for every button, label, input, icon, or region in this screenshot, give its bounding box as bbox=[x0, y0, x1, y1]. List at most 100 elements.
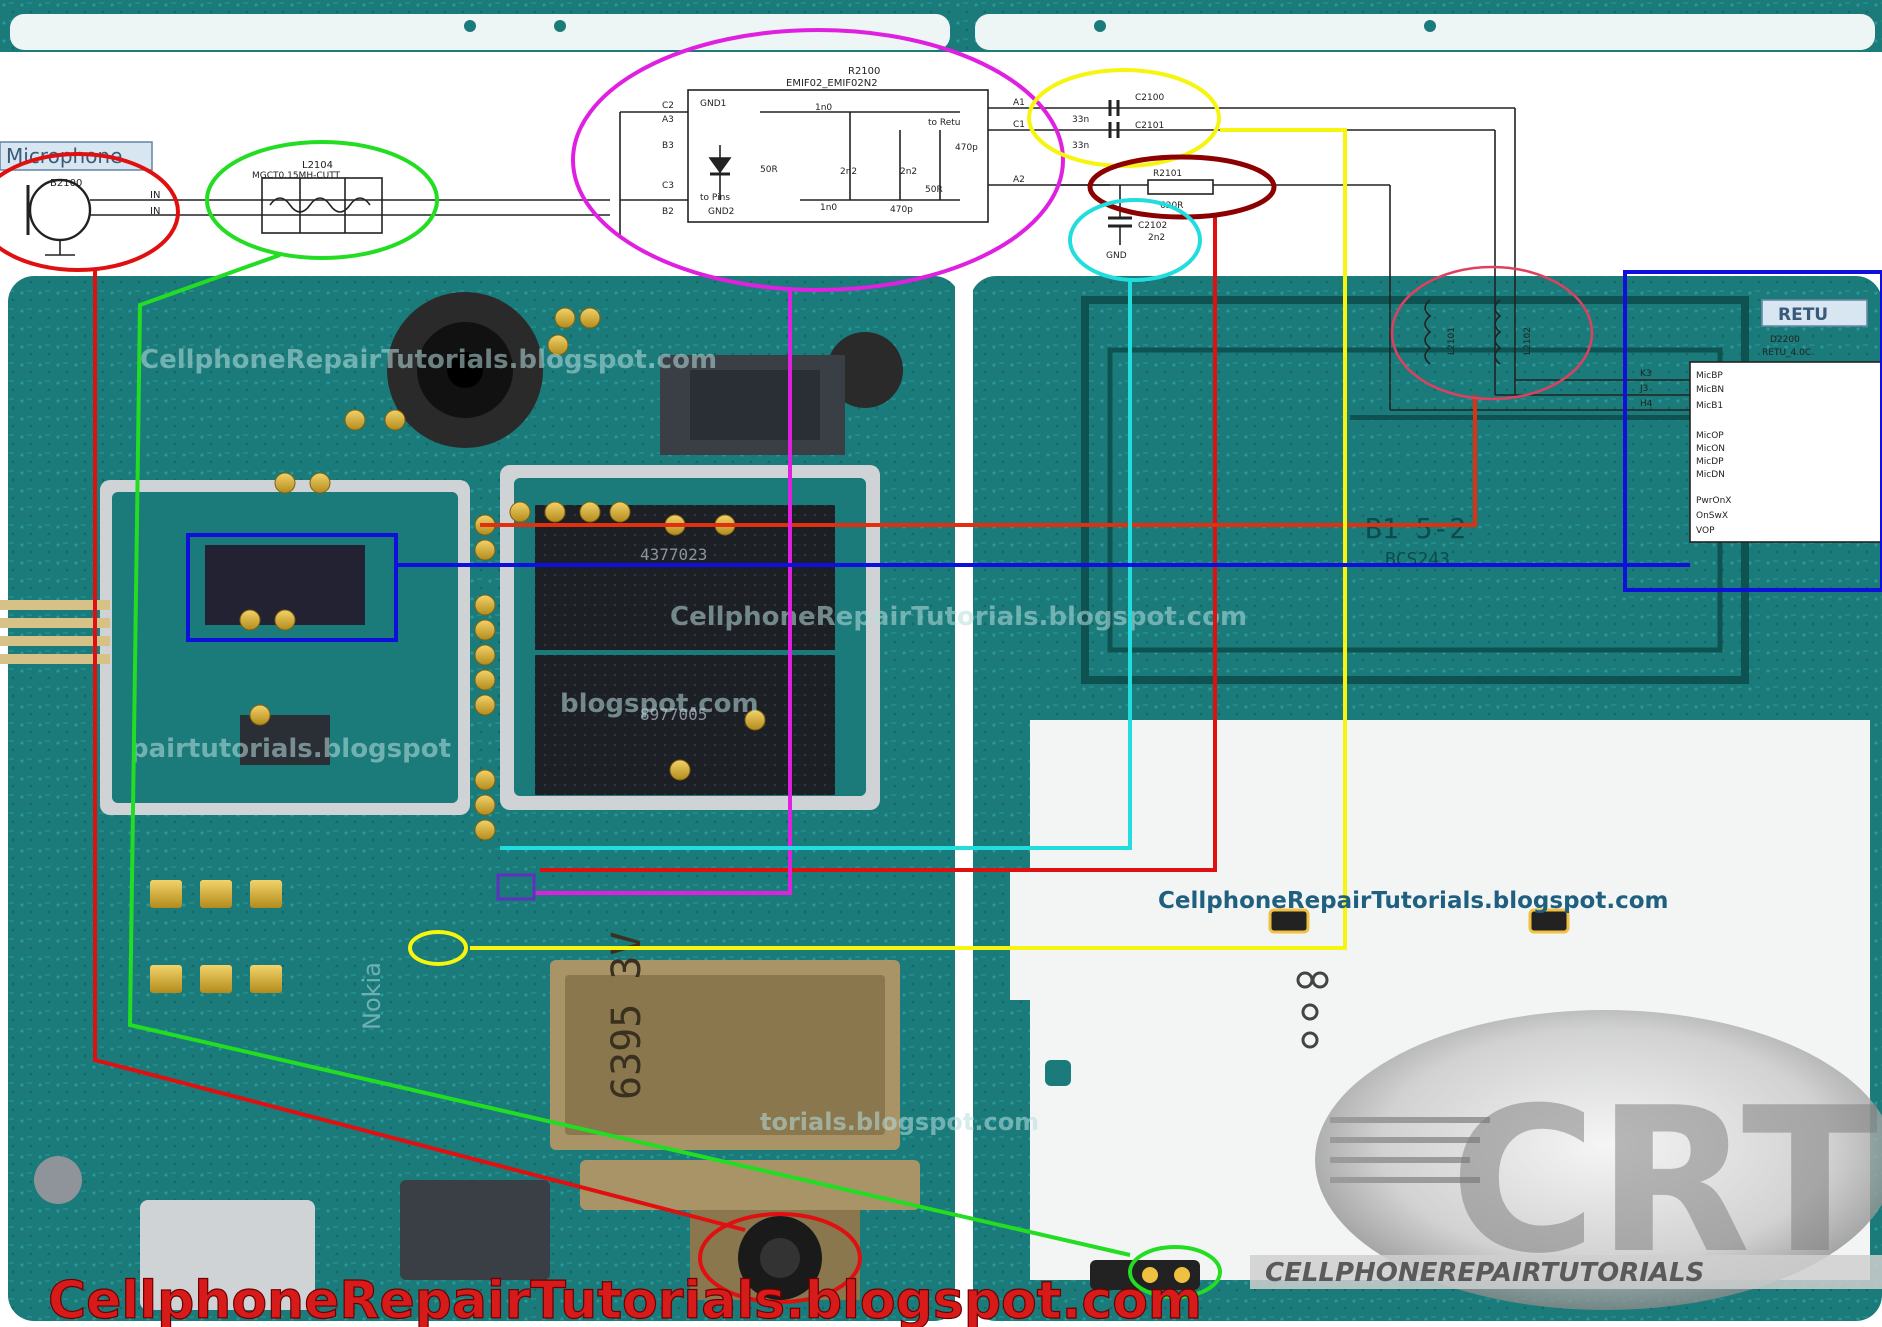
ic-ref: R2100 bbox=[848, 66, 880, 77]
ic-part: EMIF02_EMIF02N2 bbox=[786, 78, 878, 89]
retu-pin-micon: MicON bbox=[1696, 444, 1725, 454]
res-ref: R2101 bbox=[1153, 169, 1182, 179]
ic-pin-c3: C3 bbox=[662, 181, 674, 191]
ic-pin-a3: A3 bbox=[662, 115, 674, 125]
ic-val-50r-b: 50R bbox=[925, 185, 943, 195]
retu-pin-onswx: OnSwX bbox=[1696, 511, 1728, 521]
sim-code: 6395 3V bbox=[604, 931, 650, 1100]
caps-highlight bbox=[1027, 68, 1221, 168]
mic-ref: B2100 bbox=[50, 178, 82, 189]
vibra-highlight bbox=[698, 1212, 862, 1304]
ic-pin-a2: A2 bbox=[1013, 175, 1025, 185]
retu-pin-micdp: MicDP bbox=[1696, 457, 1724, 467]
inductor-trace bbox=[480, 395, 1477, 527]
ic-gnd-1: GND1 bbox=[700, 99, 726, 109]
retu-pin-vop: VOP bbox=[1696, 526, 1715, 536]
emif-highlight bbox=[571, 28, 1065, 292]
ic-val-2n2-a: 2n2 bbox=[840, 167, 857, 177]
battery-contacts bbox=[150, 880, 282, 993]
cap1-value: 33n bbox=[1072, 115, 1089, 125]
inductor-highlight bbox=[1390, 265, 1594, 401]
retu-title: RETU bbox=[1778, 305, 1828, 325]
ghost-watermark-1: CellphoneRepairTutorials.blogspot.com bbox=[140, 345, 717, 375]
retu-ref: D2200 bbox=[1770, 335, 1800, 345]
edge-connector bbox=[0, 600, 110, 664]
ghost-watermark-2: CellphoneRepairTutorials.blogspot.com bbox=[670, 602, 1247, 632]
gndcap-trace bbox=[500, 280, 1132, 850]
vendor-silk: Nokia bbox=[358, 962, 386, 1030]
audio-chip-highlight bbox=[186, 533, 398, 642]
schematic bbox=[0, 89, 1882, 543]
mic-pin-2: IN bbox=[150, 206, 160, 217]
ic-val-2n2-b: 2n2 bbox=[900, 167, 917, 177]
chip-code-1: 4377023 bbox=[640, 545, 707, 564]
cap3-value: 2n2 bbox=[1148, 233, 1165, 243]
gnd-label: GND bbox=[1106, 251, 1127, 261]
top-board-gap-right bbox=[975, 14, 1875, 50]
ic-gnd-2: GND2 bbox=[708, 207, 734, 217]
ic-pin-c2: C2 bbox=[662, 101, 674, 111]
filter-part: MGCT0.15MH-CUTT bbox=[252, 171, 341, 181]
ic-pin-c1: C1 bbox=[1013, 120, 1025, 130]
mic-pin-1: IN bbox=[150, 190, 160, 201]
retu-part: RETU_4.0C bbox=[1762, 348, 1811, 358]
ghost-watermark-3: blogspot.com bbox=[560, 689, 759, 719]
pad-highlight-green bbox=[1128, 1245, 1222, 1299]
emif-trace bbox=[535, 290, 792, 895]
crt-logo: CRT CELLPHONEREPAIRTUTORIALS bbox=[1250, 1010, 1882, 1310]
retu-pin-micbp: MicBP bbox=[1696, 371, 1723, 381]
res-trace bbox=[540, 215, 1217, 872]
inductor-left-label: L2101 bbox=[1447, 327, 1457, 355]
mic-trace bbox=[93, 268, 746, 1232]
inductor-right-label: L2102 bbox=[1523, 327, 1533, 355]
filter-ref: L2104 bbox=[302, 160, 333, 171]
retu-pin-j3: J3 bbox=[1639, 384, 1648, 394]
logo-band-text: CELLPHONEREPAIRTUTORIALS bbox=[1265, 1258, 1704, 1288]
chip-code-2: 8977005 bbox=[640, 705, 707, 724]
ghost-watermark-4: pairtutorials.blogspot bbox=[130, 734, 451, 764]
marker-purple bbox=[496, 873, 536, 901]
watermark-right: CellphoneRepairTutorials.blogspot.com bbox=[1158, 888, 1668, 914]
pad-highlight-yellow bbox=[408, 930, 468, 966]
ic-val-1n0-b: 1n0 bbox=[820, 203, 837, 213]
gndcap-highlight bbox=[1068, 198, 1202, 282]
silk-text-mid: B1 5-2 bbox=[1365, 512, 1466, 545]
ic-val-50r-a: 50R bbox=[760, 165, 778, 175]
retu-pin-pwronx: PwrOnX bbox=[1696, 496, 1731, 506]
caps-trace bbox=[470, 128, 1347, 950]
retu-pin-micbn: MicBN bbox=[1696, 385, 1724, 395]
ic-to-pins: to Pins bbox=[700, 193, 730, 203]
retu-pin-micop: MicOP bbox=[1696, 431, 1724, 441]
res-highlight bbox=[1087, 154, 1277, 220]
retu-highlight bbox=[1623, 270, 1882, 592]
ic-val-470p-b: 470p bbox=[955, 143, 978, 153]
contact-pad-1 bbox=[1268, 908, 1310, 934]
retu-pin-micdn: MicDN bbox=[1696, 470, 1725, 480]
cap2-value: 33n bbox=[1072, 141, 1089, 151]
trace-overlay bbox=[0, 28, 1882, 1304]
retu-pin-micb1: MicB1 bbox=[1696, 401, 1723, 411]
ic-pin-b2: B2 bbox=[662, 207, 674, 217]
ic-pin-b3: B3 bbox=[662, 141, 674, 151]
schematic-labels: Microphone B2100 IN IN L2104 MGCT0.15MH-… bbox=[6, 66, 1828, 536]
usb-port bbox=[140, 1200, 315, 1310]
ic-val-1n0-a: 1n0 bbox=[815, 103, 832, 113]
ic-to-retu: to Retu bbox=[928, 118, 961, 128]
cap2-ref: C2101 bbox=[1135, 121, 1164, 131]
ic-pin-a1: A1 bbox=[1013, 98, 1025, 108]
cap3-ref: C2102 bbox=[1138, 221, 1167, 231]
ic-val-470p-a: 470p bbox=[890, 205, 913, 215]
filter-highlight bbox=[205, 140, 439, 260]
ghost-watermarks: CellphoneRepairTutorials.blogspot.com Ce… bbox=[130, 345, 1247, 1136]
ghost-watermark-5: torials.blogspot.com bbox=[760, 1108, 1039, 1136]
retu-pin-k3: K3 bbox=[1640, 369, 1652, 379]
mic-highlight bbox=[0, 152, 180, 272]
footer-watermark: CellphoneRepairTutorials.blogspot.com bbox=[48, 1271, 1202, 1327]
filter-trace bbox=[127, 253, 1131, 1257]
cpu-chip bbox=[535, 505, 835, 650]
retu-pin-h4: H4 bbox=[1640, 399, 1653, 409]
cap1-ref: C2100 bbox=[1135, 93, 1164, 103]
board-gap bbox=[955, 276, 973, 1321]
